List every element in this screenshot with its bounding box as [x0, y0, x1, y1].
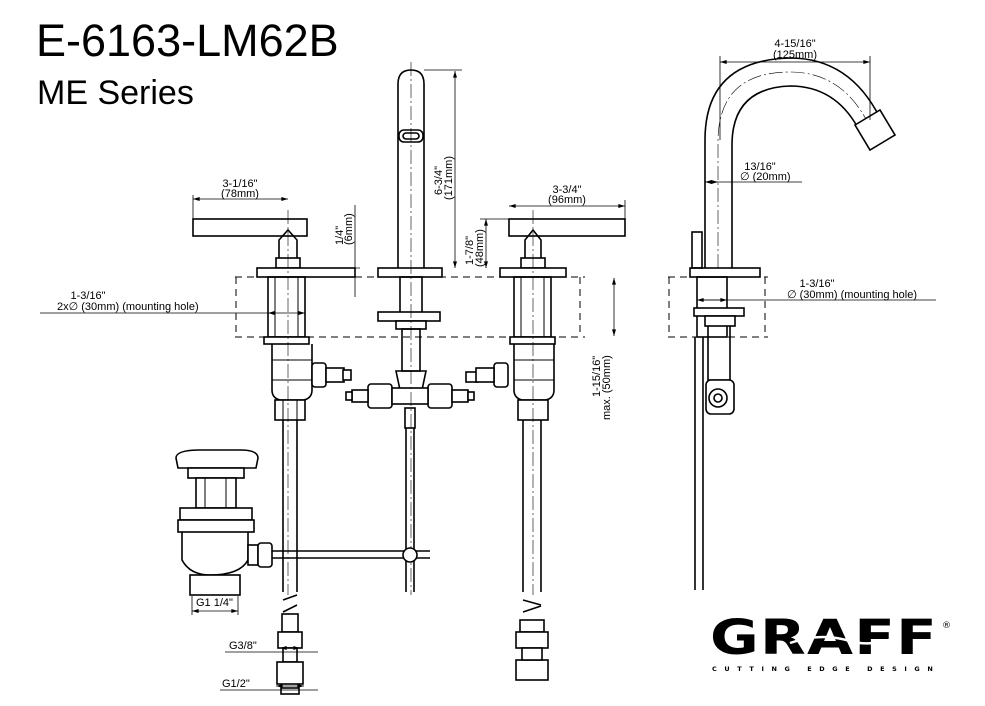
spout-front: [345, 62, 479, 595]
right-handle-valve: [475, 210, 626, 681]
handle-clearance-mm: (6mm): [343, 213, 355, 245]
brand-tagline: CUTTING EDGE DESIGN: [712, 665, 938, 673]
right-handle-width-mm: (96mm): [548, 194, 586, 206]
model-number: E-6163-LM62B: [36, 15, 339, 66]
left-handle-width-mm: (78mm): [221, 188, 259, 200]
graff-logo: GRAFF ® CUTTING EDGE DESIGN: [710, 610, 951, 673]
dimension-lines: [40, 56, 936, 688]
deck-outline-side: [668, 276, 768, 338]
handle-height-in: 1-7/8": [464, 236, 476, 265]
left-handle-valve: [192, 210, 356, 595]
pop-up-drain: [175, 449, 430, 615]
supply-thread-large-label: G1/2": [222, 678, 250, 690]
mounting-hole-right-mm: ∅ (30mm) (mounting hole): [787, 289, 917, 301]
spout-reach-in: 4-15/16": [774, 38, 815, 50]
drain-thread-label: G1 1/4": [196, 597, 233, 609]
handle-clearance-in: 1/4": [334, 226, 346, 245]
deck-thickness-in: 1-15/16": [591, 356, 603, 397]
spout-reach-mm: (125mm): [773, 49, 817, 61]
mounting-hole-right-in: 1-3/16": [799, 278, 834, 290]
handle-height-mm: (48mm): [474, 229, 486, 267]
left-handle-width-in: 3-1/16": [222, 178, 257, 190]
supply-thread-small-label: G3/8": [229, 640, 257, 652]
registered-mark: ®: [942, 621, 951, 631]
deck-thickness-mm: max. (50mm): [601, 355, 613, 420]
spout-diameter-mm: ∅ (20mm): [740, 171, 791, 183]
spout-diameter-in: 13/16": [744, 161, 776, 173]
mounting-hole-left-in: 1-3/16": [70, 290, 105, 302]
mounting-hole-left-mm: 2x∅ (30mm) (mounting hole): [57, 301, 199, 313]
spout-height-in: 6-3/4": [433, 166, 445, 195]
series-name: ME Series: [37, 74, 194, 112]
spout-side-view: [689, 57, 897, 590]
spout-height-mm: (171mm): [443, 156, 455, 200]
right-handle-width-in: 3-3/4": [553, 184, 582, 196]
